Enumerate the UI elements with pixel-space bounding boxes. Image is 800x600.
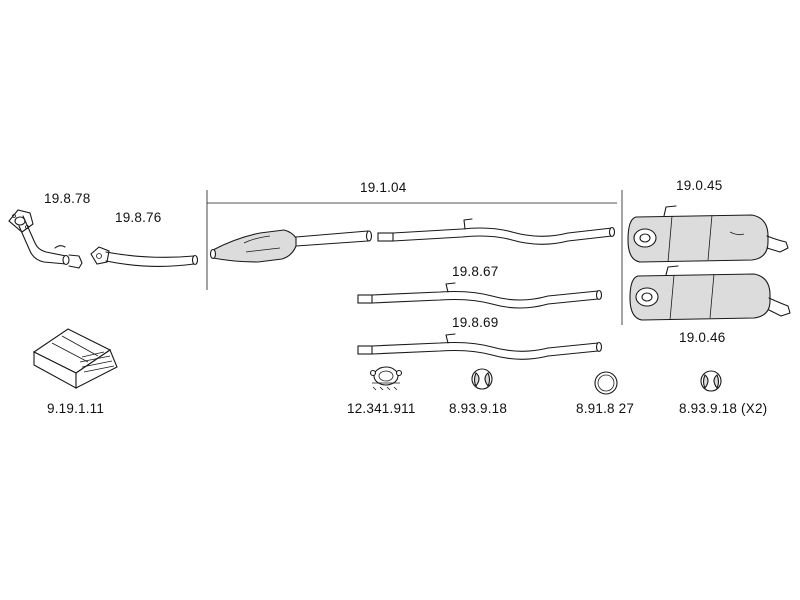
flex-pipe-label: 19.8.76 [115, 210, 162, 225]
mid-pipe-b-part [357, 333, 603, 360]
clamp-assembly-label: 12.341.911 [347, 401, 416, 416]
mid-pipe-a-part [357, 282, 603, 309]
catalyst-part [209, 229, 373, 263]
ring-mount-label: 8.91.8 27 [576, 401, 635, 416]
upper-mid-pipe-part [377, 218, 616, 245]
mounting-kit-part [32, 328, 118, 389]
mounting-kit-label: 9.19.1.11 [47, 401, 105, 416]
front-pipe-label: 19.8.78 [44, 191, 91, 206]
rubber-mount-b-part [700, 370, 722, 392]
mid-pipe-b-label: 19.8.69 [452, 315, 499, 330]
rubber-mount-a-label: 8.93.9.18 [449, 401, 508, 416]
rear-silencer-a-part [627, 205, 789, 263]
rear-silencer-a-label: 19.0.45 [676, 178, 723, 193]
catalyst-section-label: 19.1.04 [360, 180, 407, 195]
rubber-mount-a-part [471, 368, 493, 390]
mid-pipe-a-label: 19.8.67 [452, 264, 499, 279]
clamp-assembly-part [369, 366, 403, 391]
rear-silencer-b-label: 19.0.46 [679, 330, 726, 345]
ring-mount-part [594, 371, 618, 395]
catalyst-section-bracket [206, 190, 617, 290]
flex-pipe-part [90, 246, 199, 267]
rubber-mount-b-label: 8.93.9.18 (X2) [679, 401, 768, 416]
rear-silencer-b-part [629, 265, 791, 321]
front-pipe-part [8, 209, 83, 269]
